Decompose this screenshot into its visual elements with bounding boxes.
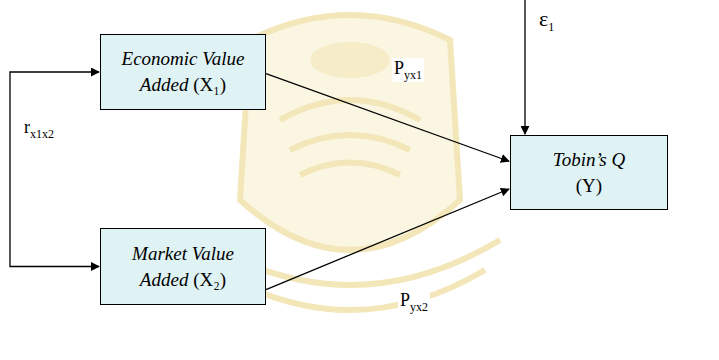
variable-box: Economic Value Added (X₁) [100,34,266,110]
path-coefficient: Pyx2 [398,290,430,314]
path-coefficient: Pyx1 [392,58,424,82]
error-term: ε1 [537,6,556,35]
path-arrow [266,189,509,290]
variable-name: Economic Value Added (X₁) [101,40,265,103]
path-arrow [266,74,509,162]
variable-box: Tobin’s Q (Y) [510,135,668,210]
variable-name: Tobin’s Q (Y) [541,141,637,204]
path-coefficient: rx1x2 [22,117,56,141]
variable-name: Market Value Added (X₂) [101,235,265,298]
error-arrow [524,0,525,134]
correlation-arrow [10,72,99,267]
variable-box: Market Value Added (X₂) [100,228,266,305]
